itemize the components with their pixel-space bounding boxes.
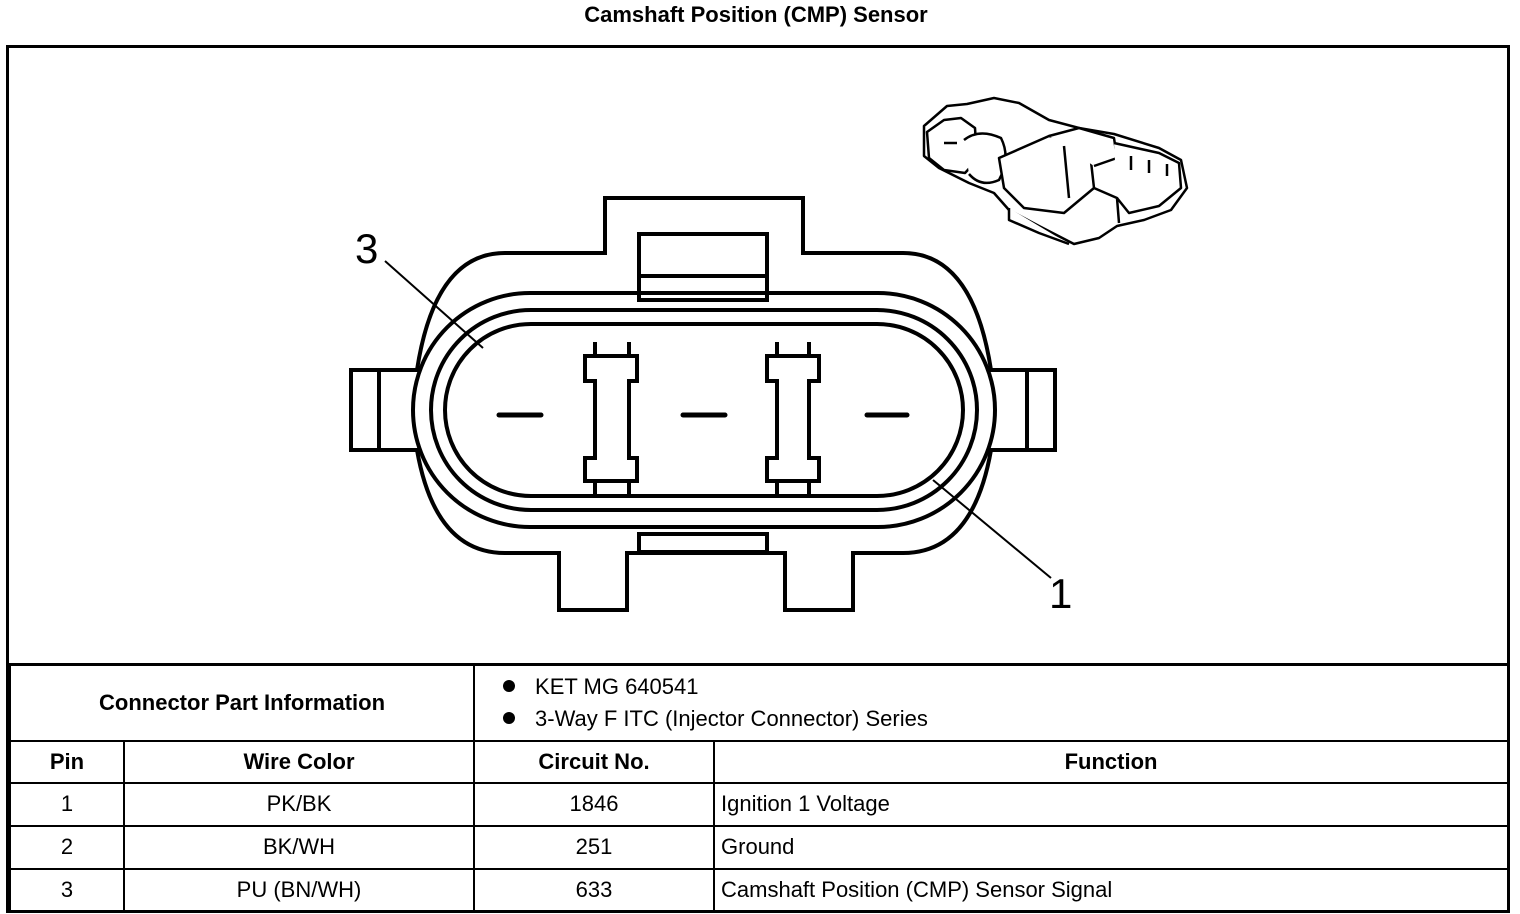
- connector-face-drawing: [349, 96, 1189, 612]
- table-header-row: Pin Wire Color Circuit No. Function: [9, 739, 1510, 784]
- connector-thumbnail-icon: [922, 96, 1189, 246]
- wire-color-cell: BK/WH: [122, 824, 476, 870]
- list-item: KET MG 640541: [503, 671, 1507, 703]
- callout-1-leader: [932, 479, 1052, 579]
- top-key: [637, 232, 769, 302]
- pin-cell: 2: [9, 824, 125, 870]
- circuit-cell: 633: [473, 867, 716, 913]
- pin-callout-3: 3: [355, 225, 379, 272]
- connector-diagram: 3 1: [9, 48, 1507, 663]
- connector-part-list: KET MG 640541 3-Way F ITC (Injector Conn…: [481, 671, 1507, 735]
- bullet-icon: [503, 711, 516, 724]
- header-function: Function: [713, 739, 1510, 784]
- connector-part-info-label: Connector Part Information: [8, 663, 476, 742]
- table-row: 2 BK/WH 251 Ground: [9, 824, 1510, 870]
- wire-color-cell: PK/BK: [122, 781, 476, 827]
- header-pin: Pin: [9, 739, 125, 784]
- header-circuit-no: Circuit No.: [473, 739, 716, 784]
- connector-housing-outline: [349, 196, 1057, 612]
- wire-color-cell: PU (BN/WH): [122, 867, 476, 913]
- circuit-cell: 1846: [473, 781, 716, 827]
- pin-callout-1: 1: [1049, 570, 1073, 617]
- cavity-divider-left: [583, 354, 639, 483]
- function-cell: Camshaft Position (CMP) Sensor Signal: [713, 867, 1510, 913]
- cavity-divider-right: [765, 354, 821, 483]
- seal-ring-middle: [429, 308, 979, 512]
- bullet-icon: [503, 679, 516, 692]
- circuit-cell: 251: [473, 824, 716, 870]
- seal-ring-inner: [443, 322, 965, 498]
- diagram-frame: 3 1 Connector Part Information KET MG 64…: [6, 45, 1510, 913]
- connector-part-info-values: KET MG 640541 3-Way F ITC (Injector Conn…: [473, 663, 1510, 742]
- table-row: 3 PU (BN/WH) 633 Camshaft Position (CMP)…: [9, 867, 1510, 913]
- bottom-key: [637, 532, 769, 554]
- page-title: Camshaft Position (CMP) Sensor: [584, 2, 928, 27]
- seal-ring-outer: [411, 291, 997, 529]
- pinout-table: Connector Part Information KET MG 640541…: [8, 663, 1510, 913]
- pin-cell: 3: [9, 867, 125, 913]
- callout-3-leader: [384, 260, 484, 349]
- table-row: 1 PK/BK 1846 Ignition 1 Voltage: [9, 781, 1510, 827]
- right-latch-tab: [991, 368, 1029, 452]
- list-item: 3-Way F ITC (Injector Connector) Series: [503, 703, 1507, 735]
- header-wire-color: Wire Color: [122, 739, 476, 784]
- function-cell: Ignition 1 Voltage: [713, 781, 1510, 827]
- pin-cell: 1: [9, 781, 125, 827]
- function-cell: Ground: [713, 824, 1510, 870]
- left-latch-tab: [377, 368, 417, 452]
